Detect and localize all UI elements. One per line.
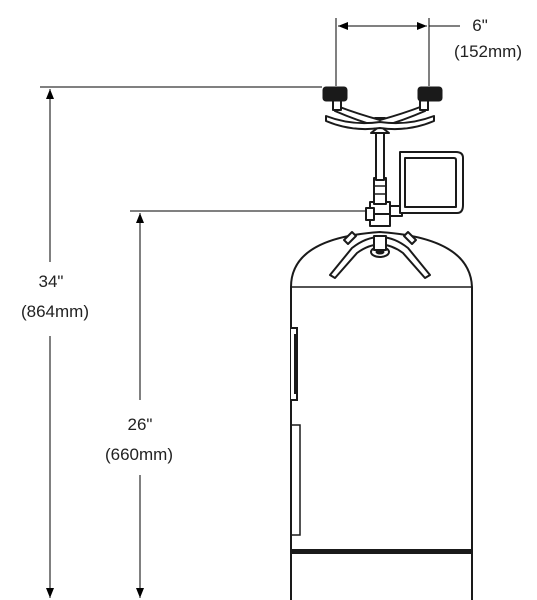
mounting-bracket — [329, 231, 431, 279]
width-dimension: 6" (152mm) — [335, 16, 522, 86]
tank-outline — [290, 231, 473, 600]
left-spray-cap — [322, 86, 348, 102]
overall-height-imperial-label: 34" — [39, 272, 64, 291]
width-metric-label: (152mm) — [454, 42, 522, 61]
overall-height-dimension: 34" (864mm) — [21, 86, 322, 598]
right-spray-cap — [417, 86, 443, 102]
push-handle[interactable] — [399, 151, 464, 214]
valve-height-imperial-label: 26" — [128, 415, 153, 434]
bracket-fitting — [373, 235, 387, 251]
valve-assembly — [365, 151, 464, 227]
valve-riser-nut — [373, 177, 387, 205]
spray-ring — [325, 115, 435, 131]
riser-pipe — [375, 127, 385, 181]
valve-side-nut — [365, 207, 375, 221]
tank-base-band — [291, 549, 472, 554]
bracket-clip-left — [343, 231, 357, 245]
valve-height-dimension: 26" (660mm) — [105, 210, 375, 598]
bracket-arch — [329, 236, 431, 279]
tank-side-panel — [291, 424, 301, 536]
width-imperial-label: 6" — [472, 16, 488, 35]
valve-height-metric-label: (660mm) — [105, 445, 173, 464]
tank-body — [290, 231, 473, 600]
bracket-clip-right — [403, 231, 417, 245]
spray-head-assembly — [322, 86, 443, 134]
overall-height-metric-label: (864mm) — [21, 302, 89, 321]
